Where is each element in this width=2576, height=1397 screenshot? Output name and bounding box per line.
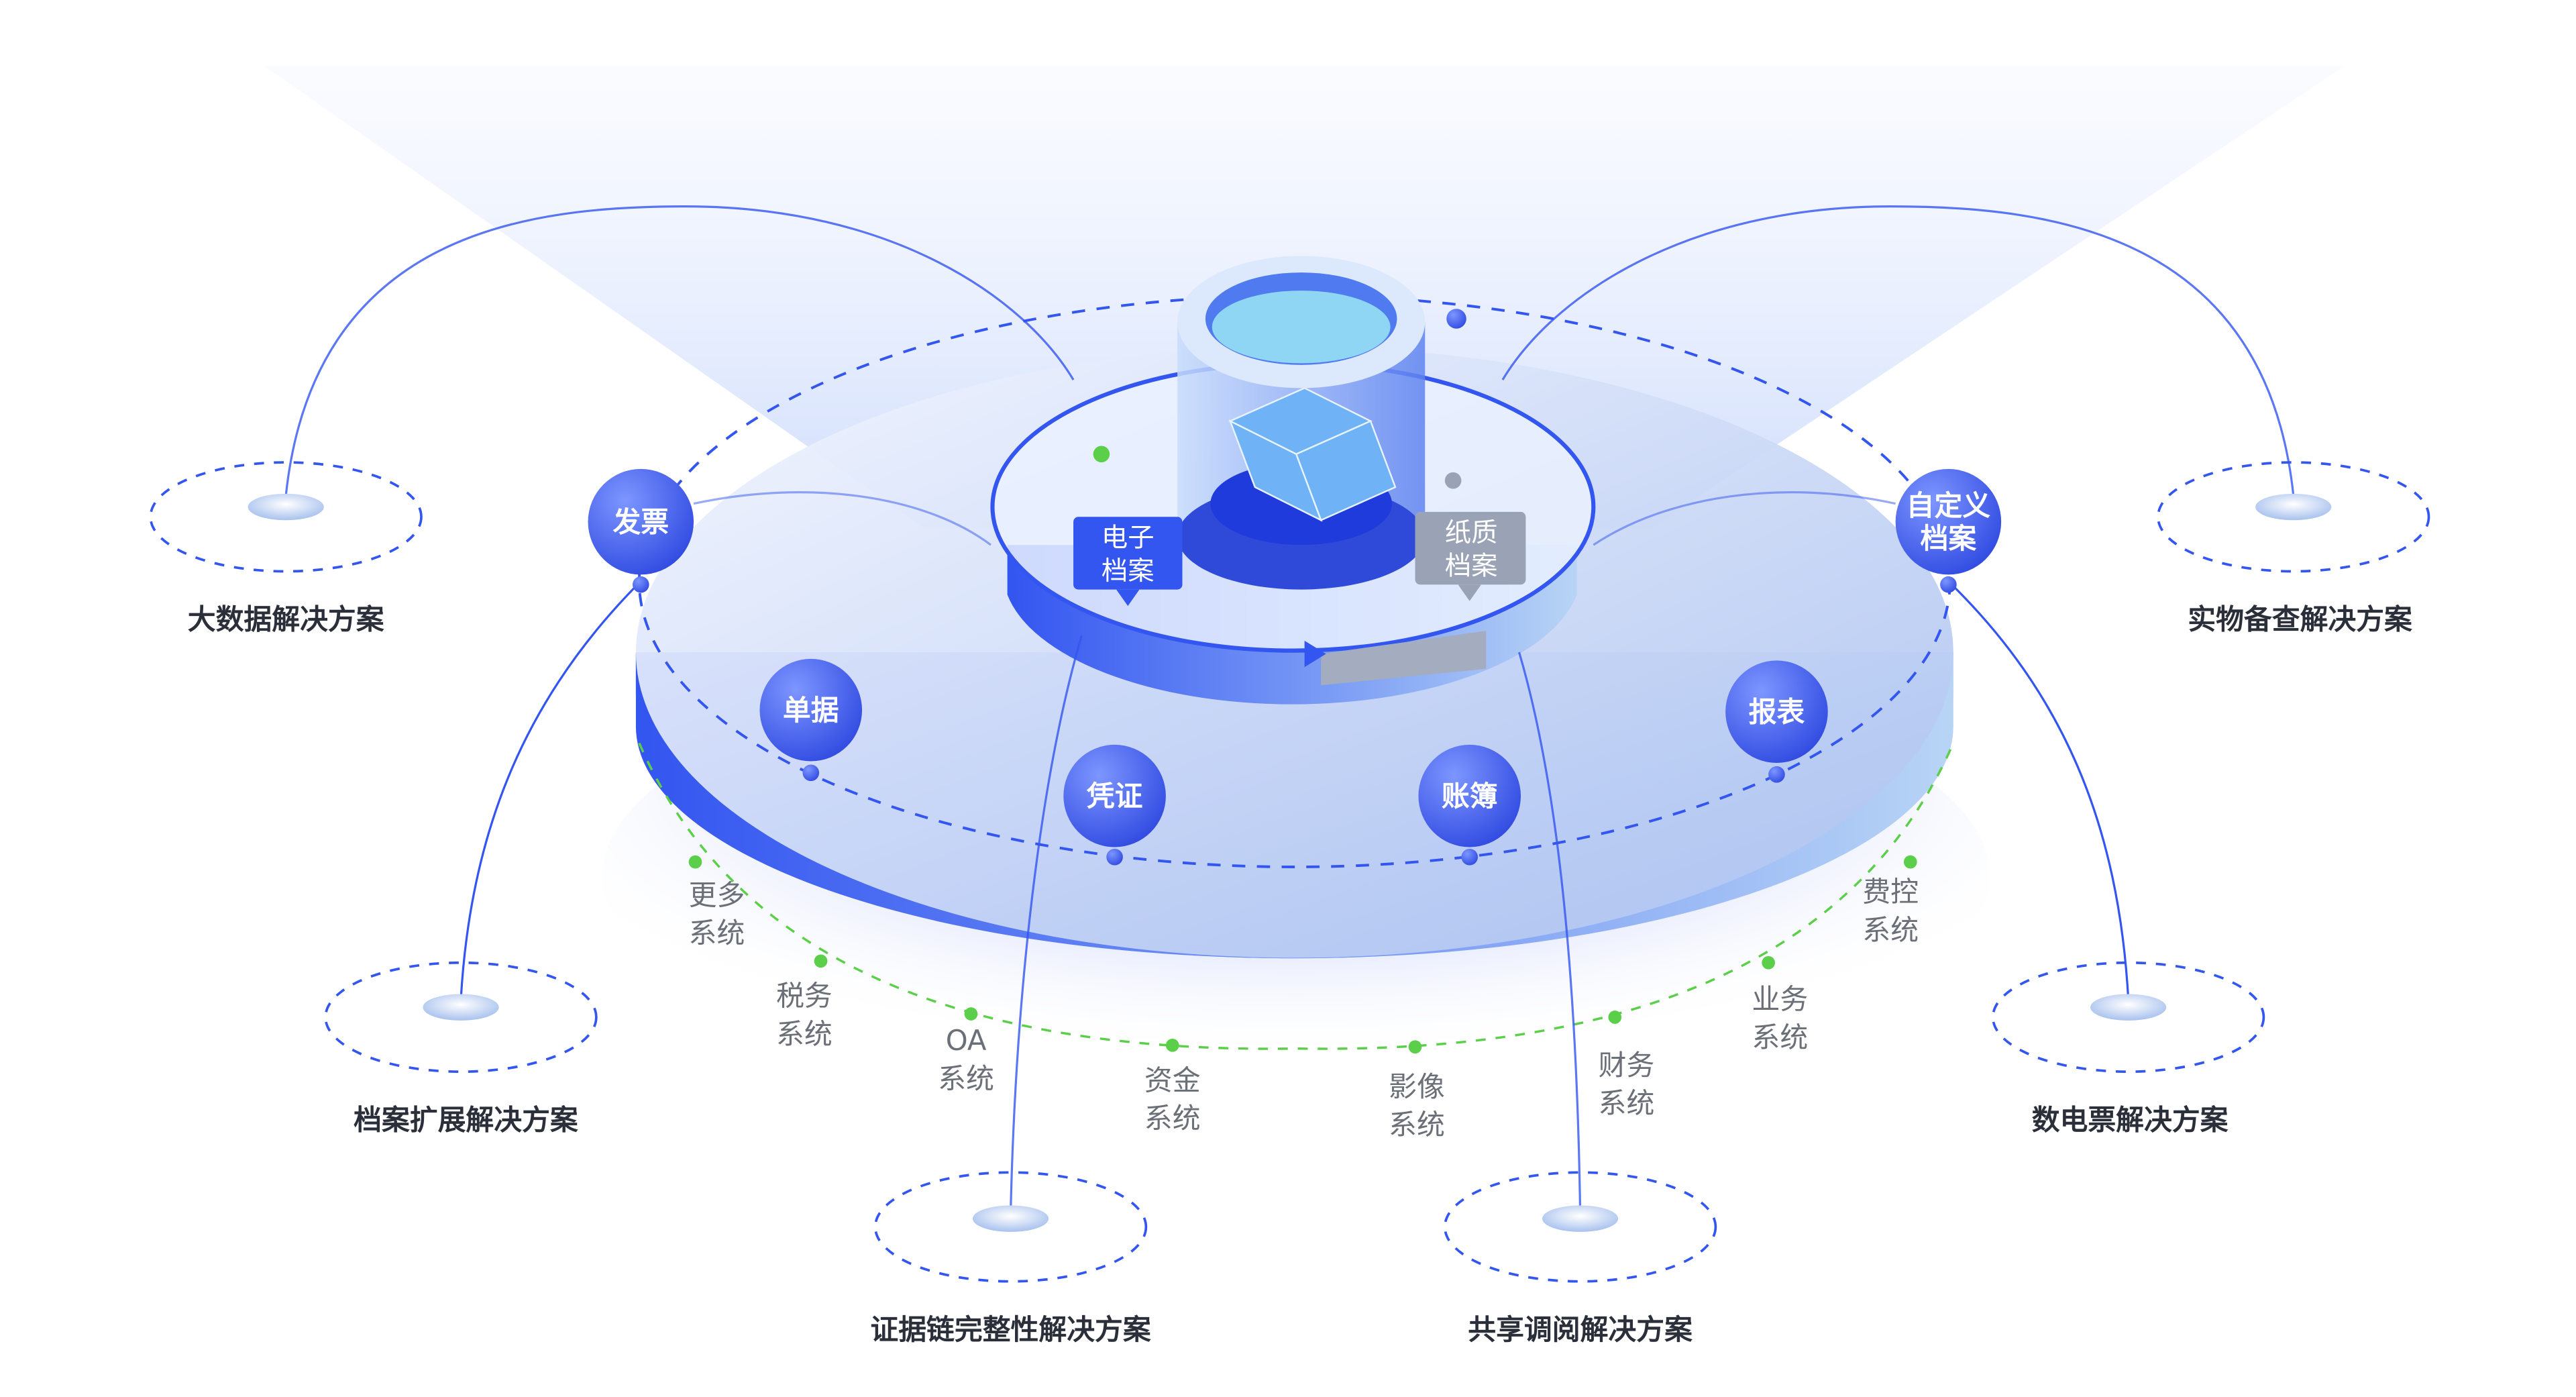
node-label: 自定义 <box>1907 489 1991 522</box>
system-label: 系统 <box>1599 1087 1655 1120</box>
pad-icon <box>1542 1205 1619 1232</box>
system-dots <box>688 855 1917 1054</box>
solution-label: 数电票解决方案 <box>2032 1103 2229 1136</box>
paper-archive-label: 纸质 <box>1445 517 1498 548</box>
solution-label: 实物备查解决方案 <box>2188 603 2412 636</box>
system-label: 系统 <box>938 1062 994 1095</box>
solution-label: 大数据解决方案 <box>188 603 384 636</box>
system-label: 费控 <box>1862 876 1919 909</box>
solution-shared-access[interactable]: 共享调阅解决方案 <box>1443 1171 1717 1346</box>
system-label: 系统 <box>1862 913 1919 946</box>
paper-archive-tag[interactable]: 纸质 档案 <box>1415 511 1526 601</box>
pad-icon <box>423 994 499 1021</box>
system-label: 资金 <box>1144 1064 1201 1096</box>
electronic-archive-tag[interactable]: 电子 档案 <box>1073 517 1183 607</box>
solution-digital-invoice[interactable]: 数电票解决方案 <box>1991 961 2265 1137</box>
pad-icon <box>972 1205 1049 1232</box>
system-label: 系统 <box>1144 1102 1201 1135</box>
solution-big-data[interactable]: 大数据解决方案 <box>149 461 423 636</box>
system-label: 税务 <box>776 980 833 1013</box>
pad-icon <box>248 493 324 521</box>
node-ledger[interactable]: 账簿 <box>1418 744 1521 866</box>
node-document[interactable]: 单据 <box>759 658 863 782</box>
system-label: 系统 <box>1389 1108 1445 1141</box>
data-cubes-icon <box>1228 386 1397 522</box>
solution-archive-extension[interactable]: 档案扩展解决方案 <box>324 961 598 1137</box>
system-label: 财务 <box>1599 1049 1655 1082</box>
paper-archive-label: 档案 <box>1445 550 1498 581</box>
connector-lines <box>284 205 2295 1214</box>
solution-label: 证据链完整性解决方案 <box>870 1313 1150 1346</box>
node-label: 单据 <box>783 694 839 727</box>
system-oa[interactable]: OA 系统 <box>938 1024 994 1095</box>
node-label: 档案 <box>1921 522 1977 555</box>
electronic-archive-label: 档案 <box>1102 556 1155 586</box>
pad-icon <box>2255 493 2332 521</box>
system-label: OA <box>946 1024 987 1057</box>
solution-label: 档案扩展解决方案 <box>354 1103 578 1136</box>
electronic-archive-label: 电子 <box>1102 523 1155 554</box>
system-label: 系统 <box>1752 1021 1809 1053</box>
node-label: 报表 <box>1749 695 1805 728</box>
node-label: 凭证 <box>1087 780 1143 813</box>
solution-physical-check[interactable]: 实物备查解决方案 <box>2157 461 2430 636</box>
system-label: 影像 <box>1389 1070 1445 1103</box>
system-label: 系统 <box>776 1017 833 1050</box>
node-label: 账簿 <box>1442 780 1498 813</box>
pad-icon <box>2090 994 2167 1021</box>
node-voucher[interactable]: 凭证 <box>1063 744 1166 866</box>
system-label: 业务 <box>1752 983 1809 1016</box>
system-label: 更多 <box>689 879 745 912</box>
flow-arrow-icon <box>1304 640 1326 668</box>
orbit-ball-green <box>1093 446 1110 463</box>
node-label: 发票 <box>612 505 669 538</box>
orbit-ball <box>1446 309 1466 329</box>
node-report[interactable]: 报表 <box>1725 660 1828 783</box>
node-invoice[interactable]: 发票 <box>588 468 694 593</box>
solution-evidence-chain[interactable]: 证据链完整性解决方案 <box>870 1171 1151 1346</box>
system-label: 系统 <box>689 917 745 949</box>
archive-cylinder <box>1177 256 1426 590</box>
orbit-ball-gray <box>1444 472 1462 489</box>
node-custom-archive[interactable]: 自定义 档案 <box>1895 468 2002 593</box>
solution-label: 共享调阅解决方案 <box>1468 1313 1693 1346</box>
